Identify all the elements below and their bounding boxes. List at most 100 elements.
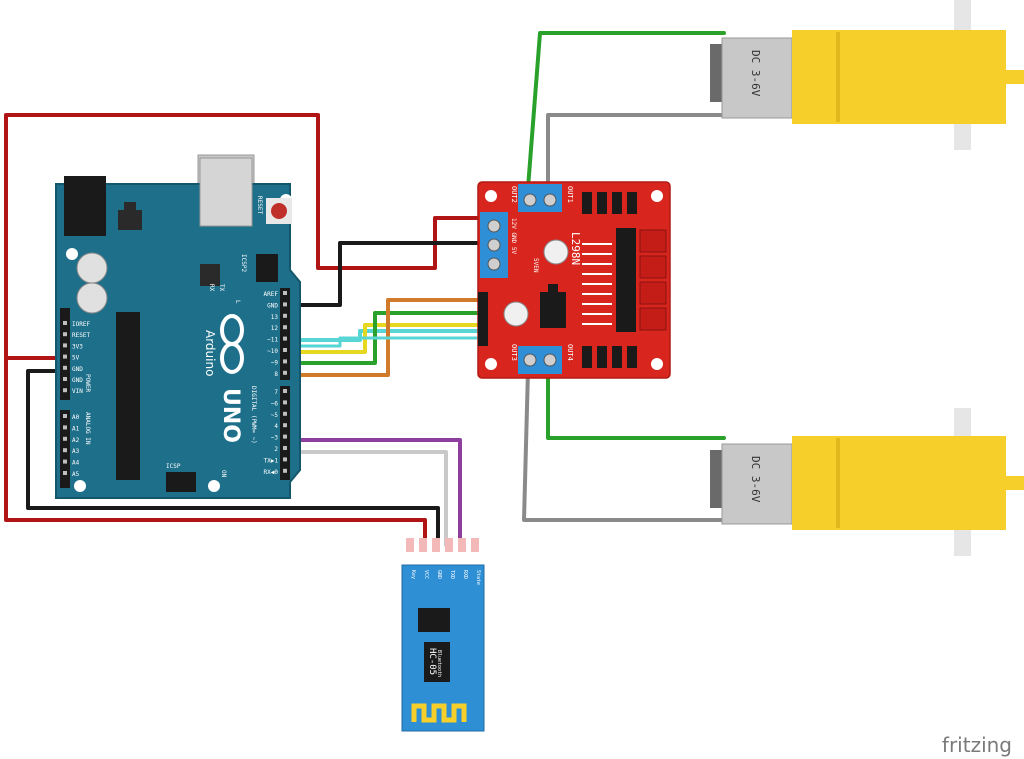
usb-front [199,157,253,227]
out4-label: OUT4 [566,344,574,361]
digital-top-label-7: 8 [274,371,278,378]
diodes-top [582,192,637,214]
digital-header-bottom [280,386,290,480]
driver-regulator [540,292,566,328]
digital-bottom-label-2: ~5 [271,412,279,419]
l298n-heatsink [582,228,667,332]
motor-top-can [721,37,793,119]
capacitor-2 [76,282,108,314]
analog-pin-label-5: A5 [72,471,80,478]
digital-top-label-pin-6 [283,359,287,364]
power-label: POWER [84,374,91,392]
digital-bottom-label-pin-4 [283,434,287,439]
analog-pin-label-pin-1 [63,425,67,430]
digital-top-label-pin-0 [283,291,287,295]
analog-pin-label-pin-0 [63,414,67,418]
in-header [478,292,488,346]
digital-bottom-label-pin-0 [283,389,287,393]
atmega-chip [116,312,140,480]
analog-pin-label-pin-2 [63,436,67,441]
motor-bottom: DC 3-6V [710,436,1024,530]
hc05-pins [406,538,479,552]
digital-top-label-pin-4 [283,336,287,341]
digital-top-label-1: GND [267,302,278,309]
digital-bottom-label-4: ~3 [271,435,279,442]
hc05-model: HC-05 [427,648,437,675]
l-label: L [234,300,241,304]
arduino-logo [220,314,244,374]
digital-bottom-label-pin-6 [283,457,287,462]
wire-green-motor-bottom [546,368,726,440]
analog-pin-label-pin-3 [63,448,67,453]
digital-top-label-pin-2 [283,313,287,318]
hc05-antenna [411,703,467,723]
terminal-out3-out4 [518,346,562,374]
analog-pin-label-3: A3 [72,448,80,455]
l298n-driver: L298N OUT1 OUT2 OUT3 OUT4 12V GND 5V 5VE… [477,181,671,379]
bt-pin-label-5: State [475,570,481,585]
digital-bottom-label-pin-2 [283,411,287,416]
digital-top-label-pin-7 [283,370,287,375]
power-pin-label-pin-6 [63,388,67,393]
digital-top-label-4: ~11 [267,337,278,344]
digital-top-label-6: ~9 [271,359,279,366]
digital-bottom-label-5: 2 [274,446,278,453]
pwr-label: 12V GND 5V [510,218,517,255]
bt-pin-label-1: VCC [423,570,429,579]
digital-top-label-5: ~10 [267,348,278,355]
wire-black-bt-gnd [26,369,440,547]
out2-label: OUT2 [510,186,518,203]
power-pin-label-pin-1 [63,332,67,337]
hc05-chip-2 [424,642,450,682]
bt-pin-label-3: TXD [449,570,455,579]
wire-purple-bt [284,438,462,547]
wire-red-bt-vcc [4,356,427,547]
digital-top-label-3: 12 [271,325,279,332]
icsp2-label: ICSP2 [240,254,247,272]
icsp-label: ICSP [166,463,181,470]
wire-grey-motor-bottom [522,368,726,522]
bt-pin-label-2: GND [436,570,442,579]
analog-pin-label-pin-4 [63,459,67,464]
motor-top-label: DC 3-6V [749,50,762,97]
digital-top-label-2: 13 [271,314,279,321]
diodes-bottom [582,346,637,368]
digital-bottom-label-1: ~6 [271,400,279,407]
analog-pin-label-0: A0 [72,414,80,421]
driver-capacitor-1 [543,239,569,265]
hc05-chip-1 [418,608,450,632]
analog-pin-label-1: A1 [72,425,80,432]
power-pin-label-4: GND [72,366,83,373]
wire-black-gnd [284,241,479,307]
power-header [60,308,70,400]
power-pin-label-0: IOREF [72,321,90,328]
arduino-brand-text: Arduino [203,330,217,376]
en-label: 5VEN [532,258,539,273]
capacitor-1 [76,252,108,284]
power-pin-label-1: RESET [72,332,90,339]
dc-jack-front [64,176,106,236]
on-label: ON [220,470,227,478]
fritzing-watermark: fritzing [942,733,1012,757]
analog-pin-label-4: A4 [72,460,80,467]
icsp-header [166,472,196,492]
digital-header-top [280,288,290,380]
digital-bottom-label-0: 7 [274,389,278,396]
rx-label: RX [208,284,215,292]
wires [4,31,726,547]
voltage-regulator [118,210,142,230]
digital-bottom-label-3: 4 [274,423,278,430]
usb-chip [200,264,220,286]
power-pin-label-6: VIN [72,388,83,395]
icsp2-header [256,254,278,282]
terminal-power [480,212,508,278]
wire-grey-motor-top [546,113,726,190]
out3-label: OUT3 [510,344,518,361]
terminal-out1-out2 [518,184,562,212]
reset-label: RESET [256,196,263,214]
